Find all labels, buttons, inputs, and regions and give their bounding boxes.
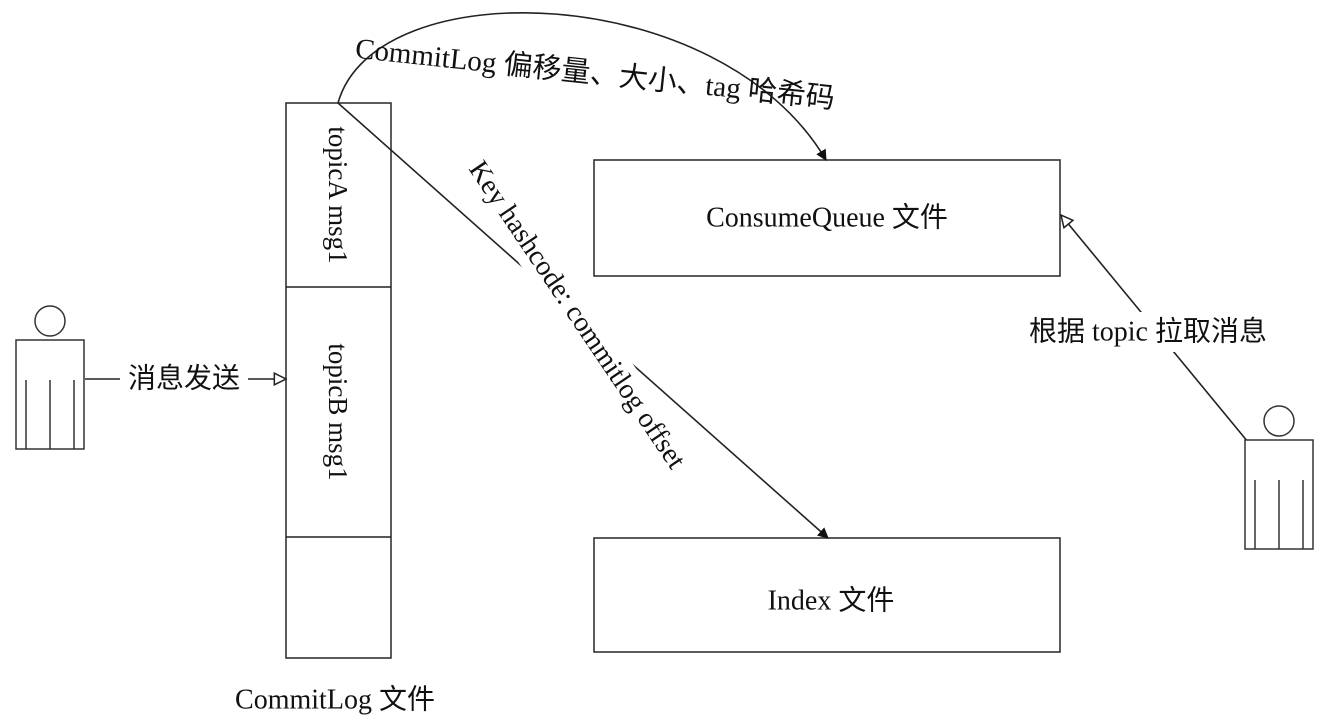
commitlog-segment-topicb: topicB msg1 — [323, 343, 353, 480]
edge-commitlog-to-consumequeue — [337, 11, 827, 161]
edge-label-offset-size-tag: CommitLog 偏移量、大小、tag 哈希码 — [354, 32, 837, 115]
commitlog-segment-topica: topicA msg1 — [323, 126, 353, 263]
commitlog-file: topicA msg1 topicB msg1 — [285, 102, 392, 659]
consumer-icon — [1244, 405, 1314, 550]
commitlog-caption: CommitLog 文件 — [235, 684, 435, 716]
edge-label-send: 消息发送 — [128, 363, 240, 395]
index-file: Index 文件 — [593, 537, 1061, 653]
consumequeue-label: ConsumeQueue 文件 — [706, 202, 948, 234]
edge-label-pull: 根据 topic 拉取消息 — [1029, 316, 1267, 348]
producer-icon — [15, 305, 85, 450]
index-label: Index 文件 — [768, 585, 895, 617]
consumequeue-file: ConsumeQueue 文件 — [593, 159, 1061, 277]
